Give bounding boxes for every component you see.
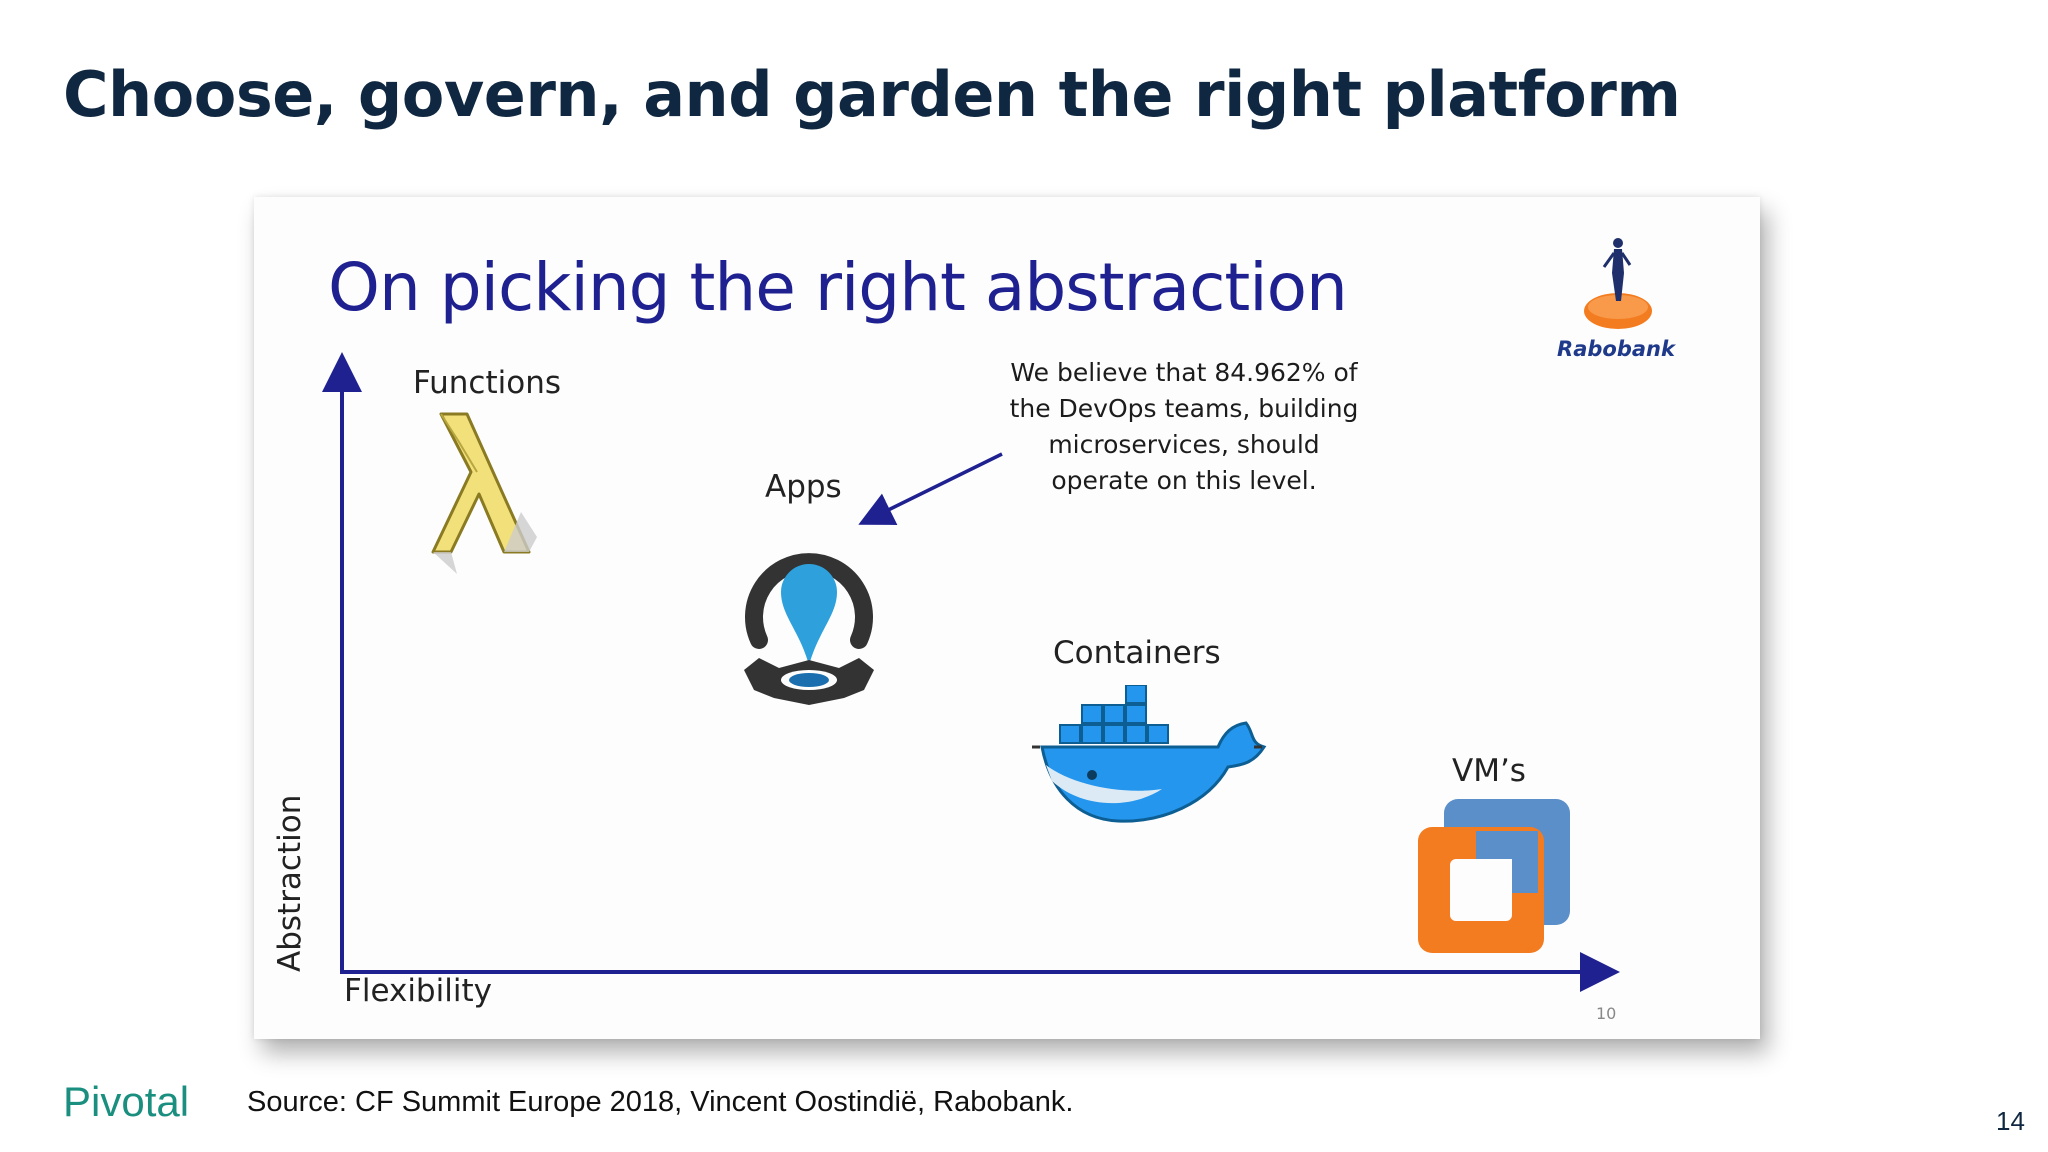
- axis-y-label: Abstraction: [272, 794, 308, 972]
- embedded-slide: On picking the right abstraction Abstrac…: [254, 197, 1760, 1039]
- slide-title: Choose, govern, and garden the right pla…: [63, 58, 1681, 131]
- axes: [322, 352, 1620, 992]
- lambda-icon: [431, 412, 537, 574]
- rabobank-figure-icon: [1584, 238, 1652, 329]
- rabobank-logo: Rabobank: [1556, 233, 1676, 373]
- callout-arrow: [858, 452, 1003, 525]
- apps-label: Apps: [765, 469, 842, 505]
- source-citation: Source: CF Summit Europe 2018, Vincent O…: [247, 1086, 1074, 1118]
- bank-name: Rabobank: [1557, 337, 1675, 361]
- cloud-foundry-icon: [744, 553, 874, 705]
- vms-label: VM’s: [1452, 753, 1526, 789]
- embedded-slide-title: On picking the right abstraction: [328, 249, 1348, 326]
- docker-whale-icon: [1032, 685, 1267, 823]
- functions-label: Functions: [413, 365, 562, 401]
- axis-x-label: Flexibility: [344, 973, 492, 1009]
- callout-text: We believe that 84.962% of the DevOps te…: [1009, 358, 1359, 495]
- page-number: 14: [1996, 1106, 2025, 1136]
- embedded-page-number: 10: [1596, 1004, 1617, 1023]
- pivotal-logo: Pivotal: [63, 1078, 190, 1125]
- containers-label: Containers: [1053, 635, 1221, 671]
- vmware-icon: [1418, 799, 1570, 953]
